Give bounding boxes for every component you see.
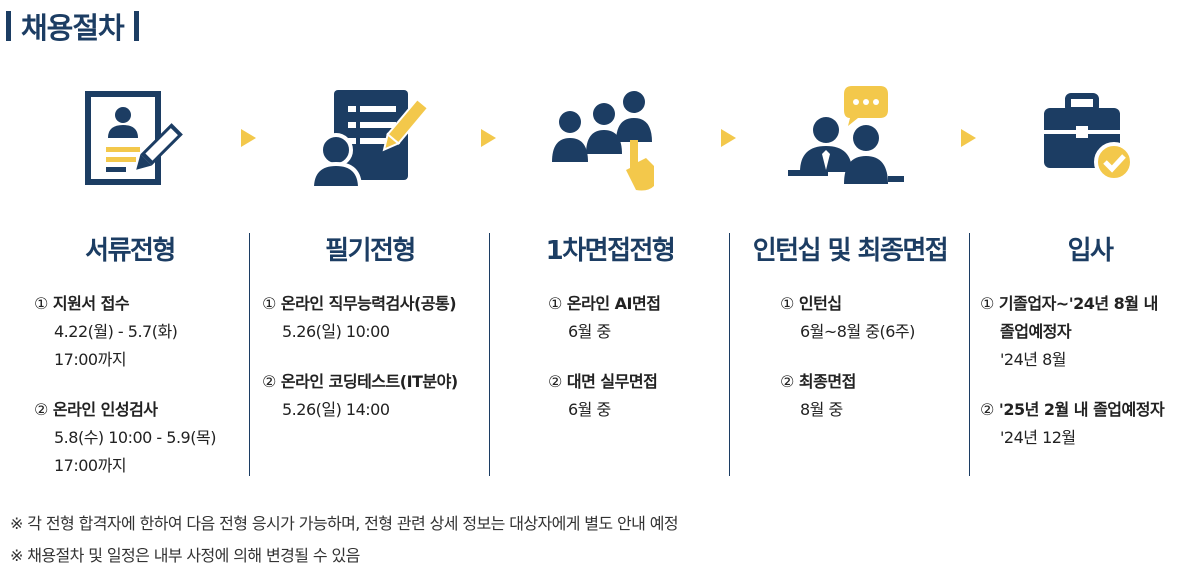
page-header: 채용절차 — [6, 6, 139, 46]
item-title: ① 인턴십 — [780, 290, 915, 318]
item-detail: '24년 8월 — [1000, 350, 1066, 369]
item-number: ① — [34, 294, 48, 313]
stage-item: ① 온라인 AI면접 6월 중 — [548, 290, 661, 346]
stage-title: 입사 — [1067, 236, 1114, 266]
stage-item: ② 대면 실무면접 6월 중 — [548, 368, 660, 424]
stage-divider — [249, 233, 250, 476]
notes: ※ 각 전형 합격자에 한하여 다음 전형 응시가 가능하며, 전형 관련 상세… — [10, 508, 679, 572]
item-number: ② — [34, 400, 48, 419]
step-arrow-icon — [241, 129, 256, 147]
stage-item: ② 최종면접 8월 중 — [780, 368, 915, 424]
stage-item: ② 온라인 코딩테스트(IT분야) 5.26(일) 14:00 — [262, 368, 458, 424]
briefcase-check-icon — [1018, 80, 1148, 200]
stage-item: ② 온라인 인성검사 5.8(수) 10:00 - 5.9(목) 17:00까지 — [34, 396, 216, 480]
stage-item: ① 온라인 직무능력검사(공통) 5.26(일) 10:00 — [262, 290, 458, 346]
page-title: 채용절차 — [21, 11, 125, 45]
item-detail: 6월~8월 중(6주) — [800, 322, 915, 341]
stage-first-interview: 1차면접전형 ① 온라인 AI면접 6월 중 ② 대면 실무면접 6월 중 — [490, 228, 730, 476]
step-arrow-icon — [721, 129, 736, 147]
stage-items: ① 온라인 AI면접 6월 중 ② 대면 실무면접 6월 중 — [548, 290, 661, 446]
process-icon-row — [0, 80, 1203, 200]
stage-divider — [489, 233, 490, 476]
item-title-continued: 졸업예정자 — [1000, 322, 1072, 341]
item-title-text: 대면 실무면접 — [566, 372, 658, 391]
stage-items: ① 지원서 접수 4.22(월) - 5.7(화) 17:00까지 ② 온라인 … — [34, 290, 216, 502]
step-arrow-icon — [961, 129, 976, 147]
stage-items: ① 인턴십 6월~8월 중(6주) ② 최종면접 8월 중 — [780, 290, 915, 446]
stage-items: ① 기졸업자~'24년 8월 내 졸업예정자 '24년 8월 ② '25년 2월… — [980, 290, 1165, 474]
item-title: ② 온라인 코딩테스트(IT분야) — [262, 368, 458, 396]
title-bar-right — [133, 11, 139, 41]
stage-written-test: 필기전형 ① 온라인 직무능력검사(공통) 5.26(일) 10:00 ② 온라… — [250, 228, 490, 476]
stage-item: ① 인턴십 6월~8월 중(6주) — [780, 290, 915, 346]
item-title: ② 최종면접 — [780, 368, 915, 396]
stage-internship-final: 인턴십 및 최종면접 ① 인턴십 6월~8월 중(6주) ② 최종면접 8월 중 — [730, 228, 970, 476]
item-detail: 6월 중 — [568, 400, 611, 419]
item-title-text: 온라인 인성검사 — [52, 400, 158, 419]
item-title-text: '25년 2월 내 졸업예정자 — [998, 400, 1165, 419]
item-number: ① — [980, 294, 994, 313]
item-title: ① 온라인 AI면접 — [548, 290, 661, 318]
stage-title: 필기전형 — [325, 236, 416, 266]
stage-divider — [969, 233, 970, 476]
stage-title: 1차면접전형 — [545, 236, 676, 266]
item-title: ① 지원서 접수 — [34, 290, 216, 318]
item-title: ② 대면 실무면접 — [548, 368, 660, 396]
item-detail: '24년 12월 — [1000, 428, 1076, 447]
step-arrow-icon — [481, 129, 496, 147]
resume-icon — [58, 80, 188, 200]
item-detail: 8월 중 — [800, 400, 843, 419]
item-number: ② — [548, 372, 562, 391]
stage-items: ① 온라인 직무능력검사(공통) 5.26(일) 10:00 ② 온라인 코딩테… — [262, 290, 458, 446]
stage-item: ② '25년 2월 내 졸업예정자 '24년 12월 — [980, 396, 1165, 452]
item-title-text: 기졸업자~'24년 8월 내 — [998, 294, 1158, 313]
item-detail: 5.26(일) 10:00 — [282, 322, 390, 341]
item-detail: 17:00까지 — [54, 350, 127, 369]
title-bar-left — [6, 11, 11, 41]
stage-document-screening: 서류전형 ① 지원서 접수 4.22(월) - 5.7(화) 17:00까지 ②… — [10, 228, 250, 476]
item-number: ① — [548, 294, 562, 313]
item-number: ① — [780, 294, 794, 313]
item-title: ② 온라인 인성검사 — [34, 396, 216, 424]
item-detail: 5.8(수) 10:00 - 5.9(목) — [54, 428, 216, 447]
item-number: ① — [262, 294, 276, 313]
item-detail: 5.26(일) 14:00 — [282, 400, 390, 419]
interview-group-icon — [538, 80, 668, 200]
item-title-text: 최종면접 — [798, 372, 856, 391]
note-schedule-change: ※ 채용절차 및 일정은 내부 사정에 의해 변경될 수 있음 — [10, 546, 360, 565]
stage-title: 서류전형 — [85, 236, 176, 266]
item-detail: 4.22(월) - 5.7(화) — [54, 322, 178, 341]
stage-onboarding: 입사 ① 기졸업자~'24년 8월 내 졸업예정자 '24년 8월 ② '25년… — [970, 228, 1203, 476]
item-title-text: 온라인 코딩테스트(IT분야) — [280, 372, 458, 391]
item-title-text: 인턴십 — [798, 294, 842, 313]
item-title: ② '25년 2월 내 졸업예정자 — [980, 396, 1165, 424]
item-number: ② — [780, 372, 794, 391]
item-title-text: 온라인 직무능력검사(공통) — [280, 294, 457, 313]
item-detail: 6월 중 — [568, 322, 611, 341]
item-title-text: 지원서 접수 — [52, 294, 130, 313]
stage-item: ① 기졸업자~'24년 8월 내 졸업예정자 '24년 8월 — [980, 290, 1164, 374]
item-title-text: 온라인 AI면접 — [566, 294, 661, 313]
note-eligibility: ※ 각 전형 합격자에 한하여 다음 전형 응시가 가능하며, 전형 관련 상세… — [10, 514, 679, 533]
written-test-icon — [298, 80, 428, 200]
item-title: ① 온라인 직무능력검사(공통) — [262, 290, 458, 318]
item-detail: 17:00까지 — [54, 456, 127, 475]
stage-divider — [729, 233, 730, 476]
stage-item: ① 지원서 접수 4.22(월) - 5.7(화) 17:00까지 — [34, 290, 216, 374]
final-interview-icon — [778, 80, 908, 200]
stage-title: 인턴십 및 최종면접 — [752, 236, 949, 266]
item-title: ① 기졸업자~'24년 8월 내 — [980, 290, 1164, 318]
item-number: ② — [980, 400, 994, 419]
item-number: ② — [262, 372, 276, 391]
